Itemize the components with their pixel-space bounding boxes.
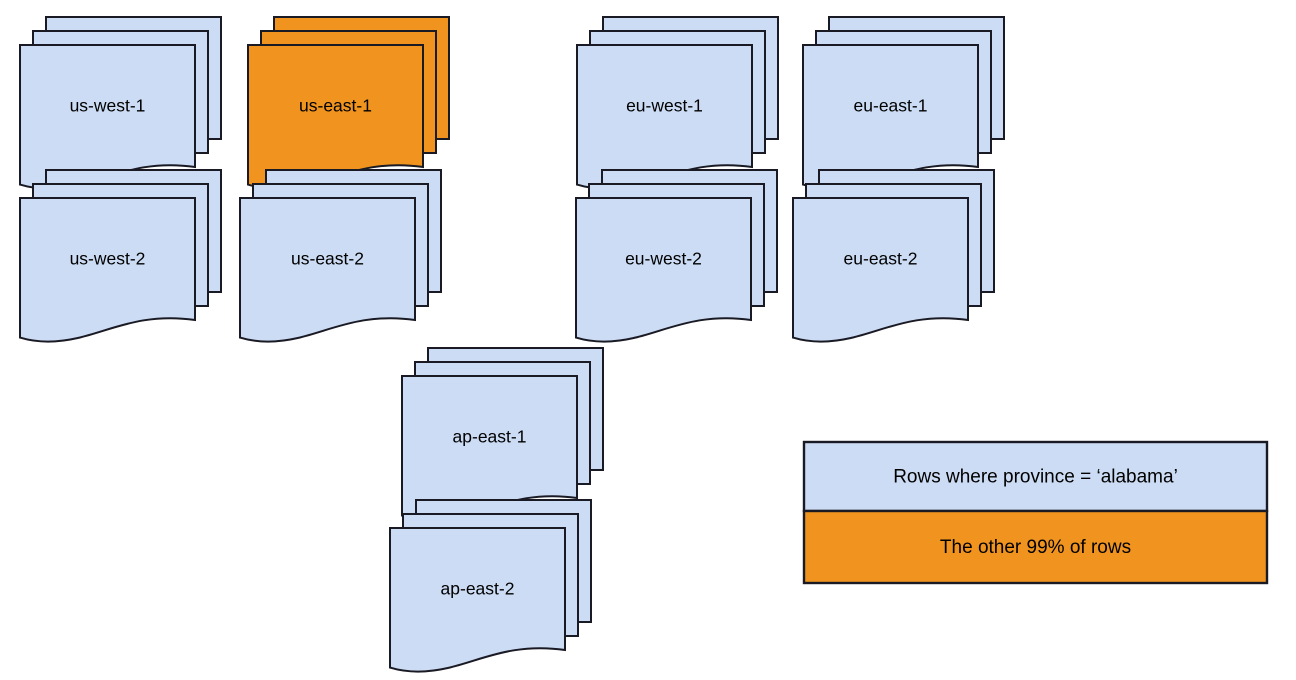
stack-label-ap-east-1: ap-east-1 [453,427,527,447]
document-sheet-front [792,197,969,343]
legend-label-legend-blue: Rows where province = ‘alabama’ [893,467,1178,488]
stack-label-us-west-1: us-west-1 [70,96,146,116]
document-sheet-front [239,197,416,343]
document-stack-us-east-1[interactable]: us-east-1 [247,16,450,190]
stack-label-eu-east-2: eu-east-2 [844,249,918,269]
document-stack-ap-east-2[interactable]: ap-east-2 [389,499,592,673]
document-stack-us-west-1[interactable]: us-west-1 [19,16,222,190]
document-stack-eu-west-2[interactable]: eu-west-2 [575,169,778,343]
document-sheet-front [19,197,196,343]
legend: Rows where province = ‘alabama’ The other… [802,440,1269,585]
document-sheet-front [389,527,566,673]
document-stack-us-west-2[interactable]: us-west-2 [19,169,222,343]
stack-label-us-east-1: us-east-1 [299,96,372,116]
document-stack-eu-west-1[interactable]: eu-west-1 [576,16,779,190]
legend-swatch-orange [802,509,1269,585]
stack-label-eu-east-1: eu-east-1 [854,96,928,116]
document-stack-eu-east-1[interactable]: eu-east-1 [802,16,1005,190]
stack-label-ap-east-2: ap-east-2 [441,579,515,599]
legend-row-legend-blue: Rows where province = ‘alabama’ [802,440,1269,513]
document-stack-ap-east-1[interactable]: ap-east-1 [401,347,604,521]
document-stack-us-east-2[interactable]: us-east-2 [239,169,442,343]
document-stacks-layer: us-west-1 us-east-1 eu-west-1 eu-east-1 us-w… [19,16,1005,673]
legend-swatch-blue [802,440,1269,513]
document-stack-eu-east-2[interactable]: eu-east-2 [792,169,995,343]
stack-label-us-west-2: us-west-2 [70,249,146,269]
legend-label-legend-orange: The other 99% of rows [940,537,1131,558]
legend-row-legend-orange: The other 99% of rows [802,509,1269,585]
stack-label-eu-west-1: eu-west-1 [626,96,703,116]
stack-label-eu-west-2: eu-west-2 [625,249,702,269]
document-sheet-front [575,197,752,343]
stack-label-us-east-2: us-east-2 [291,249,364,269]
